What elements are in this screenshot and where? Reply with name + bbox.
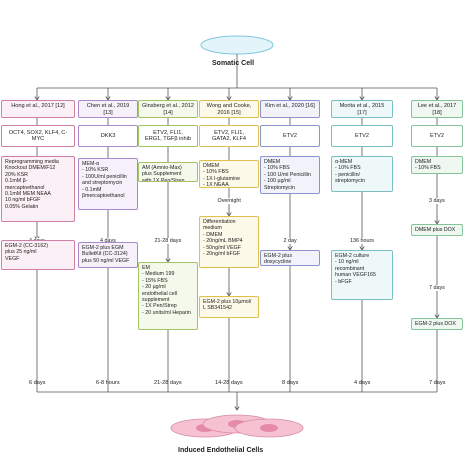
- study-header-chen: Chen et al., 2019 [13]: [78, 100, 138, 118]
- time-label-hong-2: 6 days: [29, 380, 46, 386]
- step-box-lee-2: DMEM plus DOX: [411, 224, 463, 236]
- step-box-hong-2: EGM-2 (CC-3162) plus 25 ng/ml VEGF: [1, 240, 75, 270]
- step-box-wong-3: EGM-2 plus 10µmol/ L SB341542: [199, 296, 259, 318]
- study-header-ginsberg: Ginsberg et al., 2012 [14]: [138, 100, 198, 118]
- medium-box-chen: MEM-α - 10% KSR - 100U/ml penicillin and…: [78, 158, 138, 210]
- factors-box-wong: ETV2, FLI1, GATA2, KLF4: [199, 125, 259, 147]
- factors-box-kim: ETV2: [260, 125, 320, 147]
- study-header-morita: Morita et al., 2015 [17]: [331, 100, 393, 118]
- factors-box-chen: DKK3: [78, 125, 138, 147]
- step-box-chen-2: EGM-2 plus EGM BulletKit (CC-3124) plus …: [78, 242, 138, 268]
- factors-box-ginsberg: ETV2, FLI1, ERG1, TGFβ inhib: [138, 125, 198, 147]
- time-label-chen-1: 4 days: [99, 238, 117, 244]
- time-label-wong-1: Overnight: [216, 198, 242, 204]
- factors-box-hong: OCT4, SOX2, KLF4, C-MYC: [1, 125, 75, 147]
- step-box-wong-2: Differentiation medium - DMEM - 20ng/mL …: [199, 216, 259, 268]
- factors-box-lee: ETV2: [411, 125, 463, 147]
- time-label-morita-2: 4 days: [354, 380, 371, 386]
- medium-box-lee: DMEM - 10% FBS: [411, 156, 463, 174]
- study-header-kim: Kim et al., 2020 [16]: [260, 100, 320, 118]
- time-label-ginsberg-1: 21-28 days: [153, 238, 183, 244]
- study-header-wong: Wong and Cooke, 2016 [15]: [199, 100, 259, 118]
- somatic-cell-shape: [200, 35, 274, 55]
- medium-box-kim: DMEM - 10% FBS - 100 U/ml Penicillin - 1…: [260, 156, 320, 194]
- factors-box-morita: ETV2: [331, 125, 393, 147]
- time-label-kim-1: 2 day: [282, 238, 298, 244]
- time-label-kim-2: 8 days: [282, 380, 299, 386]
- medium-box-hong: Reprogramming media Knockout DMEM/F12 20…: [1, 156, 75, 222]
- induced-endothelial-cells-label: Induced Endothelial Cells: [178, 447, 264, 454]
- time-label-chen-2: 6-8 hours: [96, 380, 120, 386]
- step-box-lee-3: EGM-2 plus DOX: [411, 318, 463, 330]
- somatic-cell-label: Somatic Cell: [212, 60, 255, 67]
- medium-box-ginsberg: AM (Amnio-Max) plus Supplement with 1X P…: [138, 162, 198, 182]
- time-label-lee-1: 3 days: [428, 198, 446, 204]
- time-label-ginsberg-2: 21-28 days: [154, 380, 182, 386]
- medium-box-wong: DMEM - 10% FBS - 1X l-glutamine - 1X NEA…: [199, 160, 259, 188]
- time-label-lee-3: 7 days: [429, 380, 446, 386]
- step-box-kim-2: EGM-2 plus doxycycline: [260, 250, 320, 266]
- study-header-hong: Hong et al., 2017 [12]: [1, 100, 75, 118]
- time-label-morita-1: 136 hours: [349, 238, 375, 244]
- step-box-ginsberg-2: EM - Medium 199 - 15% FBS - 20 µg/ml end…: [138, 262, 198, 330]
- step-box-morita-2: EGM-2 culture - 10 ng/ml recombinant hum…: [331, 250, 393, 300]
- endothelial-nucleus-3: [260, 424, 278, 432]
- medium-box-morita: α-MEM - 10% FBS - penicillin/ streptomyc…: [331, 156, 393, 192]
- bottom-arrow-head: [234, 406, 240, 411]
- study-header-lee: Lee et al., 2017 [18]: [411, 100, 463, 118]
- time-label-wong-3: 14-28 days: [215, 380, 243, 386]
- time-label-lee-2: 7 days: [428, 285, 446, 291]
